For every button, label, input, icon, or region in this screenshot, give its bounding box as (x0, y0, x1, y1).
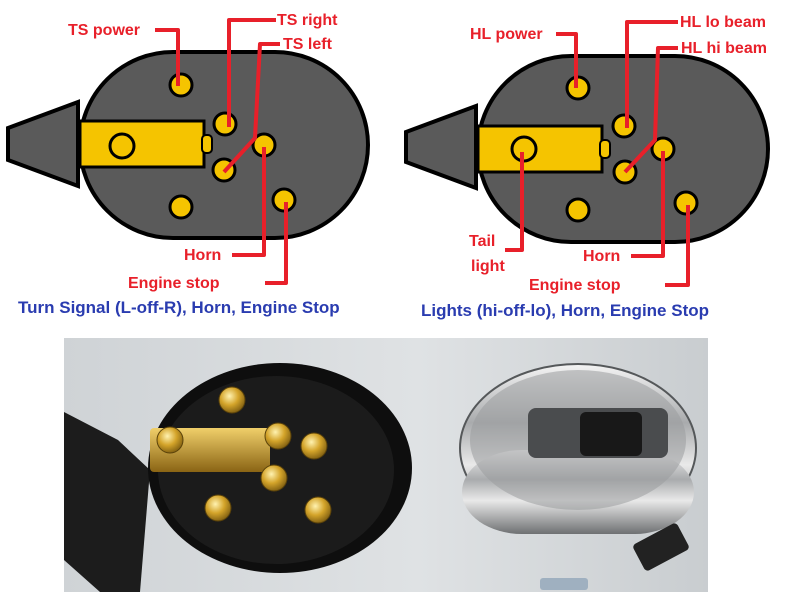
right-lead-horn (631, 151, 665, 258)
left-slider-tab (201, 134, 213, 154)
caption-left: Turn Signal (L-off-R), Horn, Engine Stop (18, 298, 340, 317)
right-lead-hl-lo-beam (625, 20, 678, 128)
right-lead-hl-power (556, 32, 578, 88)
label-light: light (471, 258, 505, 275)
label-ts-right: TS right (277, 12, 338, 29)
left-lead-ts-power (155, 28, 180, 86)
label-ts-left: TS left (283, 36, 333, 53)
left-lead-horn (232, 147, 266, 257)
switch-photo (64, 338, 708, 592)
label-horn-right: Horn (583, 248, 620, 265)
photo-terminal-1 (218, 386, 246, 414)
photo-terminal-7 (304, 496, 332, 524)
photo-screw (540, 578, 588, 590)
label-hl-lo-beam: HL lo beam (680, 14, 766, 31)
label-hl-hi-beam: HL hi beam (681, 40, 767, 57)
label-tail: Tail (469, 233, 495, 250)
label-horn-left: Horn (184, 247, 221, 264)
photo-lever-cone (64, 412, 150, 592)
left-pin-unused (168, 194, 194, 220)
left-switch-slider (78, 119, 206, 169)
left-lead-ts-left (222, 42, 280, 174)
right-pin-unused (565, 197, 591, 223)
left-switch-diagram: TS power TS right TS left Horn Engine st… (6, 12, 370, 317)
left-slider-rivet (108, 132, 136, 160)
right-pin-hl-lo-beam (611, 113, 637, 139)
left-lead-ts-right (227, 18, 276, 127)
right-switch-lever-cone (404, 103, 478, 191)
photo-terminal-4 (300, 432, 328, 460)
photo-side-knob (633, 523, 689, 571)
right-switch-diagram: HL power HL lo beam HL hi beam Tail ligh… (404, 14, 770, 320)
left-lead-engine-stop (265, 202, 288, 285)
photo-terminal-2 (156, 426, 184, 454)
left-pin-ts-right (212, 111, 238, 137)
label-engine-stop-left: Engine stop (128, 275, 220, 292)
photo-terminal-6 (204, 494, 232, 522)
right-lead-hl-hi-beam (623, 46, 678, 174)
left-pin-ts-power (168, 72, 194, 98)
left-switch-lever-cone (6, 99, 80, 189)
caption-right: Lights (hi-off-lo), Horn, Engine Stop (421, 301, 709, 320)
label-engine-stop-right: Engine stop (529, 277, 621, 294)
label-hl-power: HL power (470, 26, 543, 43)
photo-terminal-3 (264, 422, 292, 450)
right-lead-engine-stop (665, 205, 690, 287)
label-ts-power: TS power (68, 22, 140, 39)
right-slider-tab (599, 139, 611, 159)
photo-toggle-knob (580, 412, 642, 456)
right-lead-tail-light (505, 152, 524, 252)
photo-terminal-5 (260, 464, 288, 492)
right-switch-slider (476, 124, 604, 174)
